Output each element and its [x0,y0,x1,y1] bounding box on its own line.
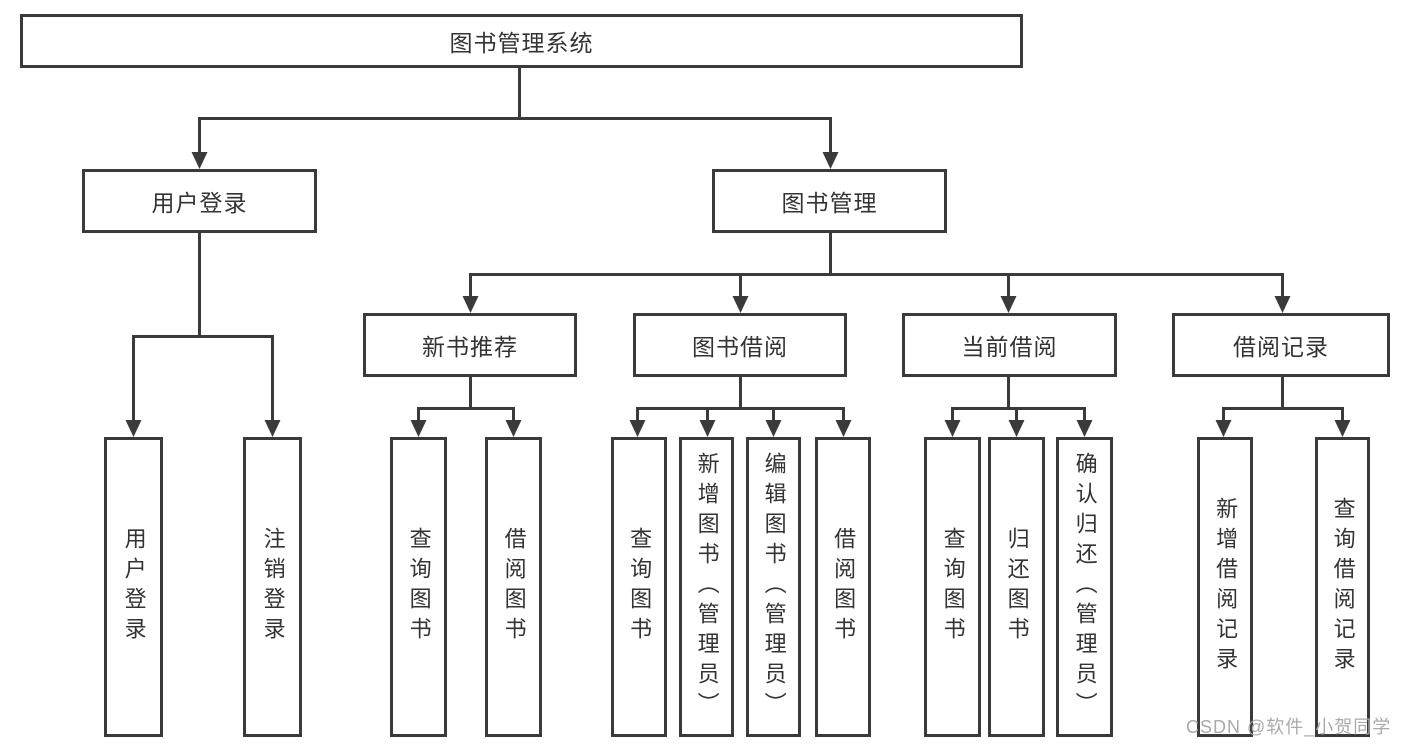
arrow-down-icon [1334,420,1351,437]
connector-root [191,68,839,169]
arrow-down-icon [505,420,522,437]
arrow-down-icon [732,296,749,313]
node-current-borrow-label: 当前借阅 [961,334,1058,360]
connector-borrow-records [1215,377,1351,437]
connector-new-book-rec [410,377,522,437]
leaf-br-query-record-label: 查询借阅记录 [1330,497,1356,677]
arrow-down-icon [1000,296,1017,313]
node-new-book-rec-label: 新书推荐 [422,334,518,360]
arrow-down-icon [264,420,281,437]
leaf-nbr-borrow-books: 借阅图书 [485,437,542,737]
node-book-mgmt: 图书管理 [712,169,947,233]
leaf-user-login: 用户登录 [104,437,163,737]
connector-book-borrow [629,377,852,437]
leaf-cb-confirm-return-admin-label: 确认归还（管理员） [1072,452,1098,722]
arrow-down-icon [822,152,839,169]
leaf-user-login-label: 用户登录 [121,527,147,647]
node-book-mgmt-label: 图书管理 [781,190,878,216]
arrow-down-icon [1274,296,1291,313]
arrow-down-icon [410,420,427,437]
node-user-login-label: 用户登录 [151,190,248,216]
arrow-down-icon [699,420,716,437]
leaf-bb-query-books: 查询图书 [611,437,667,737]
node-new-book-rec: 新书推荐 [363,313,577,377]
leaf-cb-return-books-label: 归还图书 [1004,527,1030,647]
watermark: CSDN @软件_小贺同学 [1186,717,1392,737]
arrow-down-icon [629,420,646,437]
arrow-down-icon [191,152,208,169]
node-root-label: 图书管理系统 [449,30,594,56]
connector-user-login [125,233,281,437]
leaf-logout-label: 注销登录 [260,527,286,647]
leaf-cb-query-books: 查询图书 [924,437,981,737]
node-book-borrow-label: 图书借阅 [692,334,788,360]
connector-book-mgmt [462,233,1291,313]
leaf-br-add-record: 新增借阅记录 [1197,437,1253,737]
leaf-bb-add-books-admin: 新增图书（管理员） [679,437,734,737]
node-borrow-records-label: 借阅记录 [1233,334,1329,360]
leaf-logout: 注销登录 [243,437,302,737]
leaf-bb-borrow-books: 借阅图书 [815,437,871,737]
node-root: 图书管理系统 [20,14,1023,68]
leaf-br-query-record: 查询借阅记录 [1315,437,1370,737]
node-user-login: 用户登录 [82,169,317,233]
connector-borrow-records-lines [1222,377,1344,423]
node-borrow-records: 借阅记录 [1172,313,1390,377]
connector-book-borrow-lines [636,377,845,423]
leaf-cb-confirm-return-admin: 确认归还（管理员） [1056,437,1113,737]
arrow-down-icon [835,420,852,437]
leaf-bb-query-books-label: 查询图书 [627,527,653,647]
node-current-borrow: 当前借阅 [902,313,1117,377]
arrow-down-icon [765,420,782,437]
arrow-down-icon [462,296,479,313]
connector-current-borrow-lines [951,377,1086,423]
leaf-cb-query-books-label: 查询图书 [940,527,966,647]
node-book-borrow: 图书借阅 [633,313,847,377]
connector-current-borrow [944,377,1093,437]
connector-new-book-rec-lines [417,377,515,423]
arrow-down-icon [1076,420,1093,437]
leaf-bb-borrow-books-label: 借阅图书 [831,527,857,647]
arrow-down-icon [944,420,961,437]
leaf-br-add-record-label: 新增借阅记录 [1213,497,1239,677]
leaf-nbr-borrow-books-label: 借阅图书 [501,527,527,647]
leaf-bb-edit-books-admin-label: 编辑图书（管理员） [761,452,787,722]
connector-user-login-lines [132,233,274,423]
arrow-down-icon [1008,420,1025,437]
leaf-nbr-query-books: 查询图书 [390,437,447,737]
leaf-bb-edit-books-admin: 编辑图书（管理员） [746,437,801,737]
connector-root-lines [198,68,832,155]
arrow-down-icon [125,420,142,437]
leaf-cb-return-books: 归还图书 [988,437,1045,737]
arrow-down-icon [1215,420,1232,437]
leaf-bb-add-books-admin-label: 新增图书（管理员） [694,452,720,722]
leaf-nbr-query-books-label: 查询图书 [406,527,432,647]
connector-book-mgmt-lines [469,233,1284,299]
